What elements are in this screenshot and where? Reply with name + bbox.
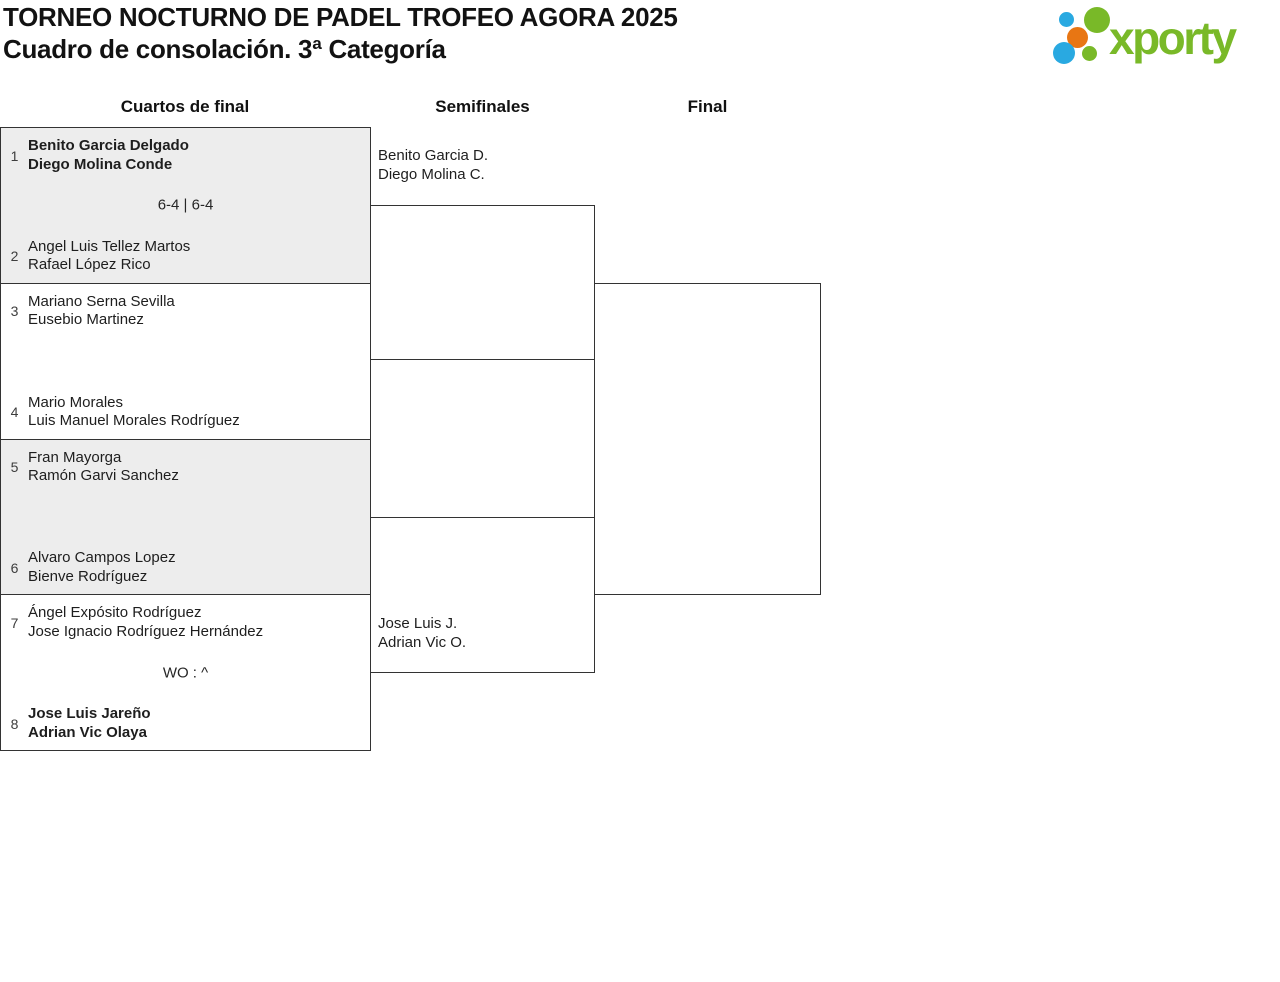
player-name: Alvaro Campos Lopez: [28, 549, 176, 567]
player-name: Diego Molina C.: [378, 165, 485, 183]
player-name: Jose Ignacio Rodríguez Hernández: [28, 622, 264, 640]
pair-names: Mario Morales Luis Manuel Morales Rodríg…: [28, 394, 240, 431]
pair-names: Alvaro Campos Lopez Bienve Rodríguez: [28, 549, 176, 586]
match-slot: 8 Jose Luis Jareño Adrian Vic Olaya: [1, 705, 370, 742]
logo-dot-green-large-icon: [1084, 7, 1110, 33]
quarterfinal-match-2[interactable]: 3 Mariano Serna Sevilla Eusebio Martinez…: [1, 282, 370, 439]
seed-number: 7: [10, 614, 19, 631]
player-name: Jose Luis J.: [378, 615, 458, 632]
quarterfinal-match-1[interactable]: 1 Benito Garcia Delgado Diego Molina Con…: [1, 128, 370, 283]
seed-number: 3: [10, 303, 19, 320]
quarterfinal-match-4[interactable]: 7 Ángel Expósito Rodríguez Jose Ignacio …: [1, 594, 370, 750]
match-slot: 2 Angel Luis Tellez Martos Rafael López …: [1, 238, 370, 275]
column-header-semifinales: Semifinales: [435, 97, 530, 116]
player-name: Jose Luis Jareño: [28, 705, 151, 722]
player-name: Rafael López Rico: [28, 256, 151, 274]
pair-names: Benito Garcia Delgado Diego Molina Conde: [28, 137, 189, 174]
quarterfinals-column: 1 Benito Garcia Delgado Diego Molina Con…: [0, 127, 371, 751]
column-header-cuartos: Cuartos de final: [120, 97, 250, 116]
logo-dot-orange-icon: [1067, 27, 1088, 48]
match-slot: 1 Benito Garcia Delgado Diego Molina Con…: [1, 137, 370, 174]
match-score: 6-4 | 6-4: [157, 196, 214, 214]
player-name: Mario Morales: [28, 393, 124, 411]
logo-dot-blue-small-icon: [1059, 12, 1074, 27]
pair-names: Angel Luis Tellez Martos Rafael López Ri…: [28, 238, 190, 275]
seed-number: 8: [10, 715, 19, 732]
page-title: TORNEO NOCTURNO DE PADEL TROFEO AGORA 20…: [3, 2, 678, 32]
column-header-final: Final: [687, 97, 728, 116]
player-name: Diego Molina Conde: [28, 155, 173, 173]
seed-number: 2: [10, 248, 19, 265]
match-score: WO : ^: [162, 664, 209, 682]
player-name: Fran Mayorga: [28, 448, 122, 466]
player-name: Luis Manuel Morales Rodríguez: [28, 412, 240, 429]
player-name: Adrian Vic O.: [378, 633, 467, 651]
logo-dot-green-small-icon: [1082, 46, 1097, 61]
player-name: Ángel Expósito Rodríguez: [28, 604, 202, 622]
seed-number: 4: [10, 404, 19, 420]
final-box[interactable]: [594, 283, 821, 595]
match-slot: 4 Mario Morales Luis Manuel Morales Rodr…: [1, 394, 370, 431]
pair-names: Jose Luis Jareño Adrian Vic Olaya: [28, 705, 151, 742]
semifinal-1-box[interactable]: [370, 205, 595, 360]
seed-number: 6: [10, 559, 19, 576]
match-slot: 7 Ángel Expósito Rodríguez Jose Ignacio …: [1, 604, 370, 641]
quarterfinal-match-3[interactable]: 5 Fran Mayorga Ramón Garvi Sanchez 6 Alv…: [1, 438, 370, 595]
player-name: Bienve Rodríguez: [28, 567, 148, 585]
match-slot: 3 Mariano Serna Sevilla Eusebio Martinez: [1, 293, 370, 330]
player-name: Adrian Vic Olaya: [28, 723, 147, 741]
seed-number: 5: [10, 459, 19, 475]
semifinal-2-box[interactable]: [370, 517, 595, 673]
player-name: Angel Luis Tellez Martos: [28, 237, 191, 255]
semifinal-1-top-pair: Benito Garcia D. Diego Molina C.: [378, 147, 488, 184]
seed-number: 1: [10, 147, 19, 164]
match-slot: 5 Fran Mayorga Ramón Garvi Sanchez: [1, 449, 370, 486]
player-name: Ramón Garvi Sanchez: [28, 467, 179, 484]
match-slot: 6 Alvaro Campos Lopez Bienve Rodríguez: [1, 549, 370, 586]
page-titles: TORNEO NOCTURNO DE PADEL TROFEO AGORA 20…: [3, 1, 678, 65]
player-name: Benito Garcia Delgado: [28, 137, 189, 154]
player-name: Eusebio Martinez: [28, 311, 144, 329]
player-name: Mariano Serna Sevilla: [28, 292, 175, 310]
player-name: Benito Garcia D.: [378, 147, 489, 164]
semifinal-2-bottom-pair: Jose Luis J. Adrian Vic O.: [378, 615, 466, 652]
logo-wordmark: xporty: [1109, 12, 1237, 64]
xporty-logo: xporty: [1045, 4, 1277, 76]
logo-dot-blue-large-icon: [1053, 42, 1075, 64]
pair-names: Mariano Serna Sevilla Eusebio Martinez: [28, 293, 175, 330]
pair-names: Fran Mayorga Ramón Garvi Sanchez: [28, 449, 179, 486]
pair-names: Ángel Expósito Rodríguez Jose Ignacio Ro…: [28, 604, 263, 641]
page-subtitle: Cuadro de consolación. 3ª Categoría: [3, 34, 446, 64]
